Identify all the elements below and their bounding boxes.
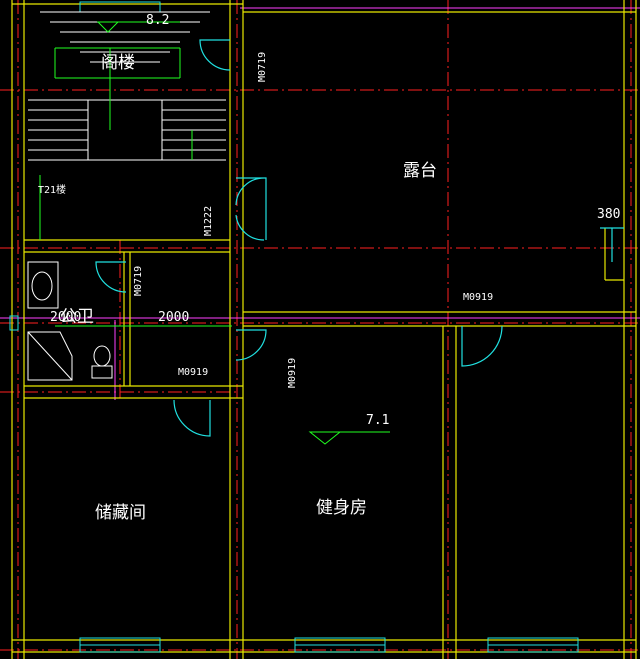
door-code-m0719-bath: M0719: [133, 265, 144, 296]
elevation-attic: 8.2: [146, 13, 170, 28]
door-swings: [95, 39, 503, 437]
bath-fixtures: [27, 261, 113, 381]
outline: [0, 7, 640, 400]
dimension-2000-left: 2000: [50, 310, 82, 325]
dimension-2000-right: 2000: [158, 310, 190, 325]
elevation-markers: [96, 21, 390, 445]
stair-note: T21楼: [38, 185, 67, 196]
room-label-attic: 阁楼: [101, 53, 135, 73]
elevation-gym: 7.1: [366, 413, 390, 428]
walls: [11, 0, 637, 659]
room-label-terrace: 露台: [403, 161, 437, 181]
dimension-380: 380: [597, 207, 621, 222]
stairs: [28, 11, 226, 161]
room-label-bathroom: 公卫: [60, 307, 94, 327]
windows: [9, 1, 579, 653]
door-code-m0919-right: M0919: [463, 292, 494, 303]
door-code-m0919-bath: M0919: [178, 367, 209, 378]
door-code-m0719-top: M0719: [257, 51, 268, 82]
room-label-storage: 储藏间: [95, 503, 146, 523]
dimension-lines: [39, 47, 232, 327]
room-label-gym: 健身房: [316, 498, 367, 518]
door-code-m0919-gym: M0919: [287, 357, 298, 388]
door-code-m1222: M1222: [203, 205, 214, 236]
terrace-fixture: [600, 227, 624, 262]
